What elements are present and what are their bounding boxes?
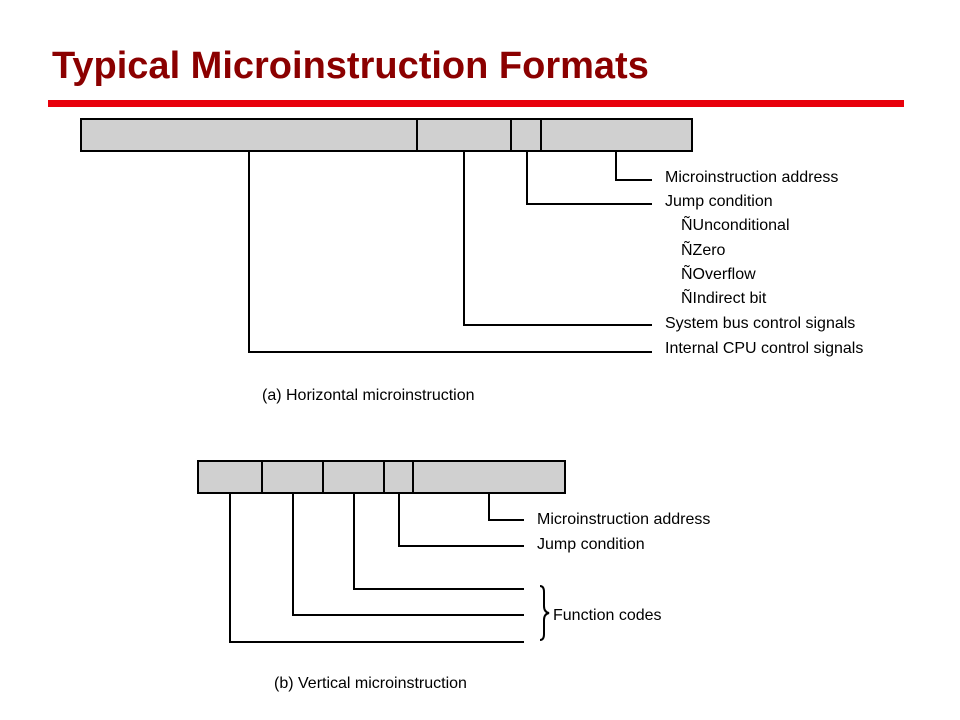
leader-vertical-function-2 [292,493,524,616]
leader-horizontal-address [615,151,652,181]
label-horizontal-address: Microinstruction address [665,169,838,186]
caption-horizontal: (a) Horizontal microinstruction [262,387,475,404]
title-underline [48,100,904,107]
horizontal-field-address [540,118,693,152]
horizontal-field-internal-cpu [80,118,418,152]
leader-horizontal-jump [526,151,652,205]
horizontal-field-jump-condition [510,118,542,152]
leader-vertical-function-1 [229,493,524,643]
vertical-field-function-code-1 [197,460,263,494]
leader-vertical-function-3 [353,493,524,590]
horizontal-field-system-bus [416,118,512,152]
function-codes-brace [539,585,550,641]
label-horizontal-jump: Jump condition [665,193,773,210]
leader-vertical-jump [398,493,524,547]
vertical-format: Microinstruction address Jump condition … [197,460,710,692]
label-horizontal-internal-cpu: Internal CPU control signals [665,340,863,357]
label-jump-unconditional: ÑUnconditional [681,214,790,234]
label-vertical-address: Microinstruction address [537,511,710,528]
label-jump-overflow: ÑOverflow [681,263,756,283]
label-jump-indirect: ÑIndirect bit [681,287,767,307]
horizontal-format: Microinstruction address Jump condition … [80,118,863,404]
leader-horizontal-system-bus [463,151,652,326]
slide-title: Typical Microinstruction Formats [52,45,649,87]
leader-vertical-address [488,493,524,521]
vertical-field-address [412,460,566,494]
vertical-field-function-code-3 [322,460,385,494]
label-vertical-jump: Jump condition [537,536,645,553]
caption-vertical: (b) Vertical microinstruction [274,675,467,692]
vertical-field-function-code-2 [261,460,324,494]
label-horizontal-system-bus: System bus control signals [665,315,855,332]
label-vertical-function-codes: Function codes [553,607,662,624]
label-jump-zero: ÑZero [681,239,726,259]
vertical-field-jump-condition [383,460,414,494]
leader-horizontal-internal-cpu [248,151,652,353]
